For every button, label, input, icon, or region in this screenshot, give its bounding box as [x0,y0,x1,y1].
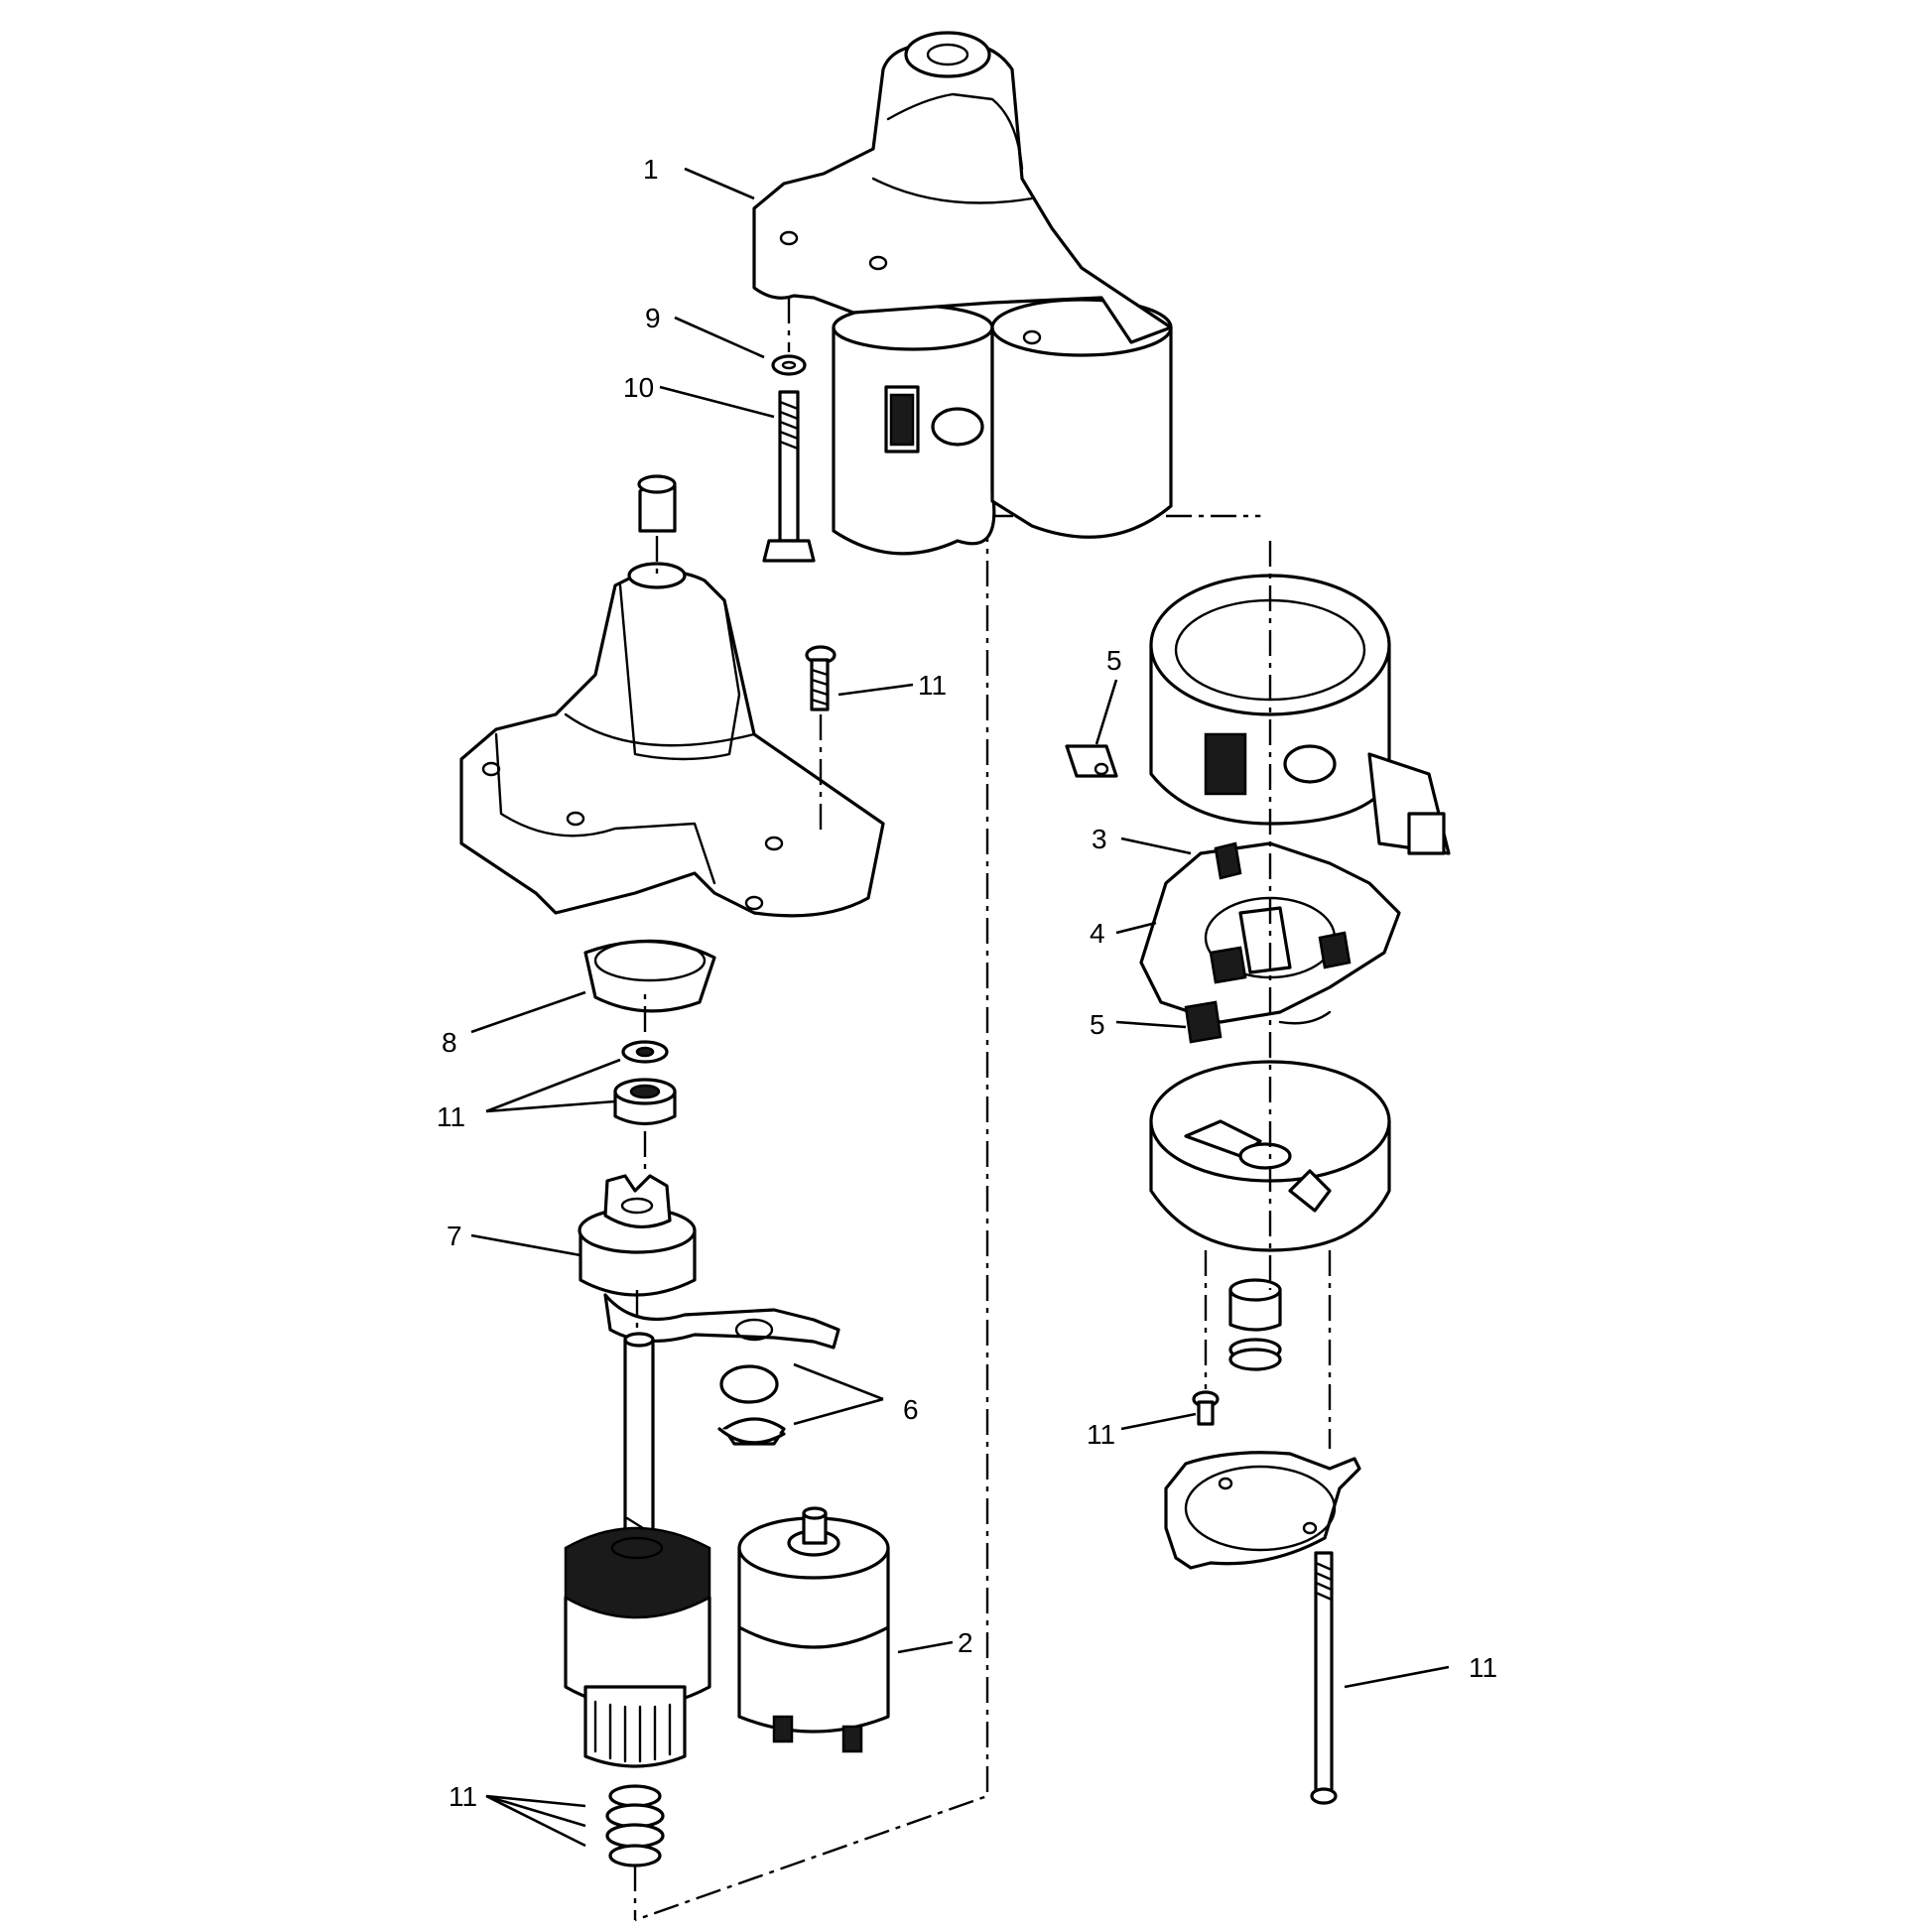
drive-end-housing [459,474,885,918]
alignment-centerlines [633,298,1332,1920]
spring-stack-part-11 [605,1784,665,1868]
field-frame [1149,574,1451,855]
long-through-bolt-part-11 [1310,1551,1338,1805]
brush-part-5-top [1065,744,1118,778]
end-plate-bracket [1164,1451,1361,1570]
assembled-starter-motor [752,31,1173,556]
callout-5-lower: 5 [1090,1009,1105,1040]
callout-8: 8 [442,1027,457,1058]
solenoid-part-2 [737,1506,890,1753]
callout-11-bearing: 11 [437,1101,465,1132]
callout-3: 3 [1092,824,1107,854]
screw-part-11-cover [1192,1390,1220,1426]
callout-11-long-bolt: 11 [1469,1652,1497,1683]
bearing-stack-part-11 [613,1040,677,1126]
callout-1: 1 [643,154,659,185]
drive-pinion-part-7 [578,1174,840,1350]
seal-ring-part-8 [583,939,716,1013]
armature [564,1332,711,1768]
clip-washers-part-6 [717,1364,786,1446]
brush-part-5-lower [1184,1000,1223,1044]
washer-part-9 [771,354,807,376]
bushing-part-11 [1228,1278,1282,1371]
callout-2: 2 [958,1627,973,1658]
callout-10: 10 [623,372,654,403]
callout-11-cover-screw: 11 [1087,1419,1115,1450]
callout-6: 6 [903,1394,919,1425]
callout-4: 4 [1090,918,1105,949]
callout-labels: 1 9 10 11 8 11 7 6 2 11 5 3 4 5 11 11 [437,154,1497,1812]
screw-part-11-housing [805,645,837,711]
callout-7: 7 [447,1221,462,1251]
callout-5-top: 5 [1106,645,1122,676]
callout-9: 9 [645,303,661,333]
through-bolt-part-10 [762,390,816,563]
callout-leader-lines [470,167,1450,1848]
callout-11-springs: 11 [449,1781,477,1812]
callout-11-housing-screw: 11 [918,670,947,701]
